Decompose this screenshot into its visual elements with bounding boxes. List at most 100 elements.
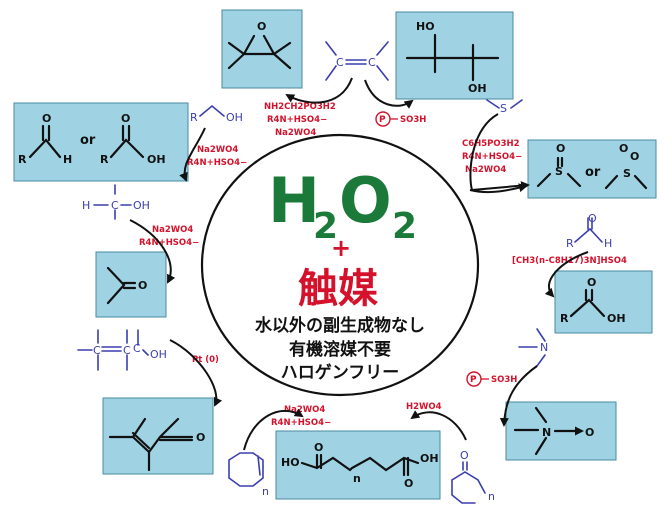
svg-text:C6H5PO3H2: C6H5PO3H2 <box>462 139 520 149</box>
catalyst-ring-opening: H2WO4 <box>406 402 442 412</box>
svg-text:P: P <box>470 375 477 385</box>
svg-text:2: 2 <box>392 206 417 247</box>
substrate-sulfide: S <box>486 99 523 115</box>
product-diol: HO OH <box>395 11 514 100</box>
svg-text:OH: OH <box>226 111 243 124</box>
svg-text:O: O <box>630 150 639 163</box>
svg-text:C: C <box>123 344 131 357</box>
svg-text:O: O <box>460 449 469 462</box>
catalyst-sulfoxidation: C6H5PO3H2 R4N+HSO4− Na2WO4 <box>462 139 522 175</box>
svg-text:O: O <box>587 276 596 289</box>
svg-text:O: O <box>314 441 323 454</box>
svg-text:Na2WO4: Na2WO4 <box>275 128 316 138</box>
catalyst-word: 触媒 <box>298 266 379 312</box>
reaction-arrows <box>129 77 589 451</box>
svg-text:n: n <box>262 485 269 498</box>
substrate-secondary-alcohol: H C OH <box>82 184 150 220</box>
svg-text:HO: HO <box>416 20 435 33</box>
svg-text:O: O <box>339 164 392 237</box>
svg-text:HO: HO <box>281 456 300 469</box>
svg-text:C: C <box>93 344 101 357</box>
svg-text:or: or <box>80 133 96 148</box>
svg-text:O: O <box>196 431 205 444</box>
plus-sign: + <box>331 234 351 262</box>
svg-text:OH: OH <box>468 82 487 95</box>
product-enone: O <box>102 397 214 475</box>
svg-text:OH: OH <box>150 348 167 361</box>
product-ketone: O <box>95 251 167 318</box>
svg-text:S: S <box>555 165 563 178</box>
svg-text:R: R <box>566 237 574 250</box>
svg-text:C: C <box>368 56 376 69</box>
svg-text:O: O <box>257 20 266 33</box>
svg-text:2: 2 <box>313 206 338 247</box>
svg-text:OH: OH <box>607 312 626 325</box>
svg-text:n: n <box>353 472 361 485</box>
svg-text:n: n <box>488 490 495 503</box>
catalyst-secondary-alcohol: Na2WO4 R4N+HSO4− <box>139 225 199 248</box>
svg-text:N: N <box>542 426 551 439</box>
svg-text:Na2WO4: Na2WO4 <box>152 225 193 235</box>
feature-line-3: ハロゲンフリー <box>281 362 400 383</box>
feature-line-2: 有機溶媒不要 <box>289 339 391 360</box>
svg-text:SO3H: SO3H <box>491 375 517 385</box>
catalyst-pt: Pt (0) <box>192 355 219 365</box>
product-sulfoxide: O S or O O S <box>527 139 657 199</box>
svg-text:O: O <box>138 279 147 292</box>
svg-text:O: O <box>42 112 51 125</box>
feature-line-1: 水以外の副生成物なし <box>255 315 425 336</box>
svg-text:OH: OH <box>133 199 150 212</box>
h2o2-formula: H 2 O 2 <box>268 164 417 247</box>
svg-text:P: P <box>379 115 386 125</box>
substrate-primary-alcohol: R OH <box>190 104 243 124</box>
product-acid: O R OH <box>554 270 653 334</box>
svg-text:H: H <box>63 153 72 166</box>
svg-text:R: R <box>100 153 109 166</box>
substrate-allylic-alcohol: C C C OH <box>77 329 167 371</box>
svg-text:R4N+HSO4−: R4N+HSO4− <box>267 115 327 125</box>
catalyst-cycloalkene: Na2WO4 R4N+HSO4− <box>271 405 331 428</box>
svg-text:R4N+HSO4−: R4N+HSO4− <box>462 152 522 162</box>
center-ellipse <box>200 133 480 397</box>
svg-text:O: O <box>585 426 594 439</box>
svg-text:C: C <box>133 342 141 355</box>
substrate-alkene: C C <box>325 41 389 81</box>
svg-text:or: or <box>585 165 601 180</box>
svg-text:R4N+HSO4−: R4N+HSO4− <box>271 418 331 428</box>
substrate-cyclic-ketone: O n <box>451 449 495 504</box>
svg-text:R: R <box>18 153 27 166</box>
svg-text:Na2WO4: Na2WO4 <box>465 165 506 175</box>
svg-text:C: C <box>336 56 344 69</box>
svg-text:H2WO4: H2WO4 <box>406 402 442 412</box>
svg-text:O: O <box>619 142 628 155</box>
svg-text:S: S <box>500 102 507 115</box>
svg-text:C: C <box>111 199 119 212</box>
svg-text:H: H <box>268 164 320 237</box>
substrate-cycloalkene: n <box>228 452 269 498</box>
svg-text:R4N+HSO4−: R4N+HSO4− <box>139 238 199 248</box>
svg-text:Na2WO4: Na2WO4 <box>284 405 325 415</box>
svg-text:OH: OH <box>147 153 166 166</box>
svg-text:SO3H: SO3H <box>400 115 426 125</box>
product-epoxide: O <box>221 9 303 89</box>
svg-text:H: H <box>82 199 90 212</box>
catalyst-primary-alcohol: Na2WO4 R4N+HSO4− <box>187 145 247 168</box>
product-carbonyl: O R H or O R OH <box>13 102 189 182</box>
svg-text:O: O <box>556 142 565 155</box>
product-n-oxide: N O <box>505 401 617 461</box>
svg-text:H: H <box>604 237 612 250</box>
svg-text:N: N <box>540 341 548 354</box>
catalyst-epoxidation: NH2CH2PO3H2 R4N+HSO4− Na2WO4 <box>264 102 336 138</box>
substrate-amine: N <box>518 328 548 367</box>
svg-text:OH: OH <box>420 452 439 465</box>
svg-text:Na2WO4: Na2WO4 <box>197 145 238 155</box>
svg-text:O: O <box>404 477 413 490</box>
svg-text:R4N+HSO4−: R4N+HSO4− <box>187 158 247 168</box>
svg-text:O: O <box>121 112 130 125</box>
catalyst-dihydroxylation: P SO3H <box>375 111 426 127</box>
product-diacid: HO O O OH n <box>275 430 441 500</box>
svg-text:R: R <box>190 111 198 124</box>
catalyst-amine-oxidation: P SO3H <box>466 371 517 387</box>
substrate-aldehyde: O R H <box>566 212 612 250</box>
